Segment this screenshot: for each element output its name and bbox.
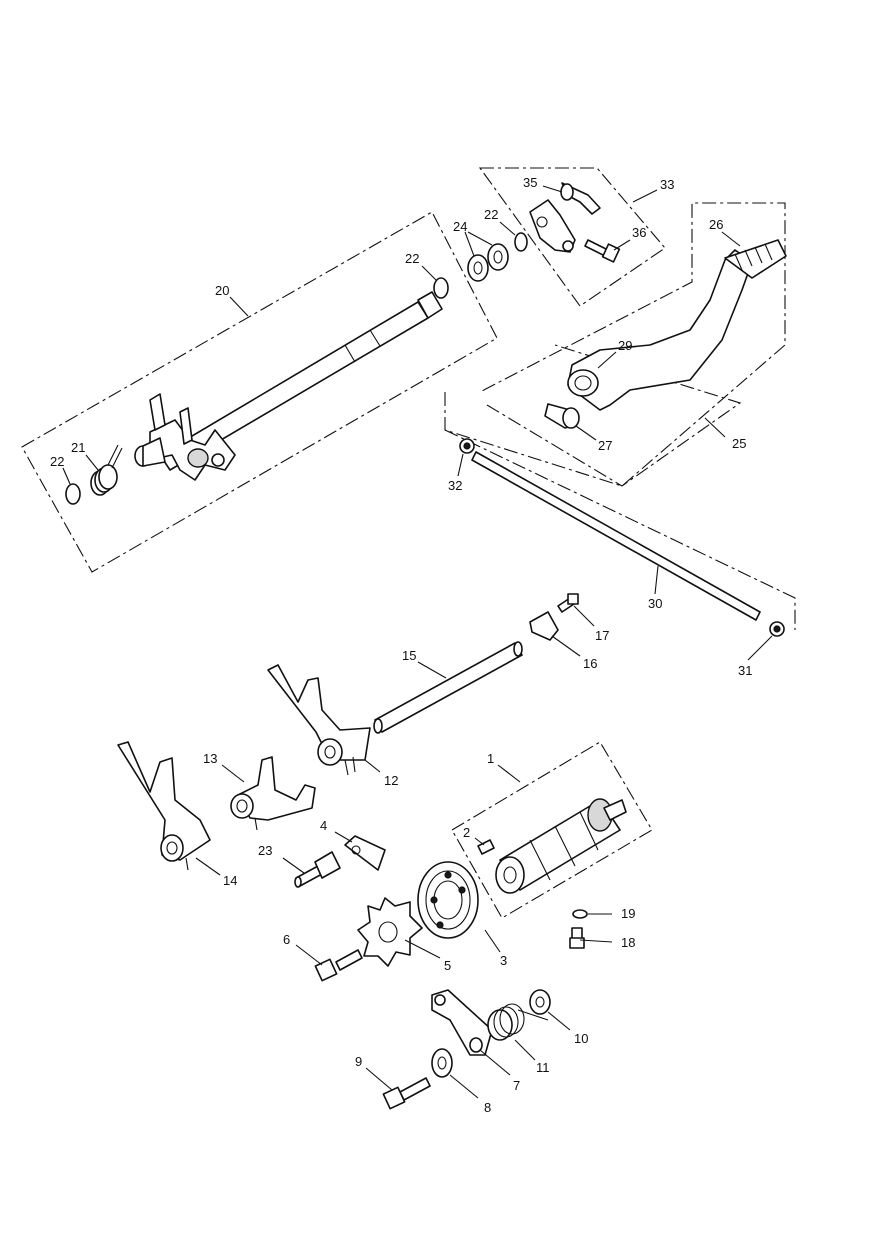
callout-35: 35 bbox=[523, 175, 537, 190]
selector-shaft-assembly bbox=[134, 291, 443, 481]
callout-33: 33 bbox=[660, 177, 674, 192]
callout-22-left: 22 bbox=[50, 454, 64, 469]
callout-18: 18 bbox=[621, 935, 635, 950]
group-outline-selector-shaft bbox=[21, 211, 498, 573]
washer-10-hole bbox=[535, 996, 545, 1008]
selector-fork-14 bbox=[117, 741, 211, 871]
callout-5: 5 bbox=[444, 958, 451, 973]
detent-cam-hub bbox=[378, 921, 398, 943]
sealing-washer bbox=[572, 909, 588, 919]
callout-8: 8 bbox=[484, 1100, 491, 1115]
bolt-detent-arm bbox=[382, 1077, 431, 1110]
callout-30: 30 bbox=[648, 596, 662, 611]
callout-22-upper: 22 bbox=[484, 207, 498, 222]
washer-10 bbox=[529, 989, 551, 1015]
callout-13: 13 bbox=[203, 751, 217, 766]
callout-36: 36 bbox=[632, 225, 646, 240]
washers bbox=[467, 243, 509, 282]
callout-9: 9 bbox=[355, 1054, 362, 1069]
locating-plate bbox=[344, 835, 386, 871]
callout-17: 17 bbox=[595, 628, 609, 643]
callout-29: 29 bbox=[618, 338, 632, 353]
circlip-left bbox=[65, 483, 81, 505]
group-outline-shift-lever bbox=[478, 167, 666, 307]
callout-14: 14 bbox=[223, 873, 237, 888]
group-outline-selector-drum bbox=[451, 741, 653, 919]
selector-rod bbox=[373, 641, 523, 734]
callout-15: 15 bbox=[402, 648, 416, 663]
callout-labels: 1 2 3 4 5 6 7 8 9 10 11 12 13 14 15 16 1… bbox=[50, 175, 752, 1115]
bolt-small bbox=[557, 593, 579, 613]
callout-12: 12 bbox=[384, 773, 398, 788]
selector-drum bbox=[495, 798, 627, 894]
callout-31: 31 bbox=[738, 663, 752, 678]
callout-7: 7 bbox=[513, 1078, 520, 1093]
drum-pin bbox=[477, 839, 495, 855]
bolt-detent-cam bbox=[314, 949, 363, 982]
callout-23: 23 bbox=[258, 843, 272, 858]
detent-plate bbox=[529, 611, 559, 641]
selector-fork-12 bbox=[267, 664, 371, 776]
callout-21: 21 bbox=[71, 440, 85, 455]
callout-3: 3 bbox=[500, 953, 507, 968]
gear-pedal bbox=[544, 239, 787, 429]
washer-8-hole bbox=[437, 1056, 447, 1070]
group-outline-gear-pedal bbox=[444, 202, 786, 487]
callout-22-shaft: 22 bbox=[405, 251, 419, 266]
selector-fork-13 bbox=[230, 756, 316, 831]
stud bbox=[294, 851, 341, 888]
detent-arm bbox=[431, 989, 493, 1056]
callout-4: 4 bbox=[320, 818, 327, 833]
leader-lines bbox=[62, 185, 773, 1099]
circlip-upper bbox=[514, 232, 528, 252]
washer-8 bbox=[431, 1048, 453, 1078]
callout-24: 24 bbox=[453, 219, 467, 234]
callout-10: 10 bbox=[574, 1031, 588, 1046]
group-outline-pedal-subassy bbox=[486, 344, 742, 487]
bolt-upper bbox=[584, 239, 621, 263]
callout-27: 27 bbox=[598, 438, 612, 453]
circlip-shaft-end bbox=[433, 277, 449, 299]
callout-19: 19 bbox=[621, 906, 635, 921]
callout-32: 32 bbox=[448, 478, 462, 493]
callout-11: 11 bbox=[536, 1060, 550, 1075]
group-outline-linkage-rod bbox=[444, 429, 796, 630]
callout-26: 26 bbox=[709, 217, 723, 232]
spring-coil bbox=[90, 444, 123, 496]
callout-16: 16 bbox=[583, 656, 597, 671]
callout-20: 20 bbox=[215, 283, 229, 298]
bearing bbox=[417, 861, 479, 939]
plug-bolt bbox=[569, 927, 585, 949]
callout-6: 6 bbox=[283, 932, 290, 947]
callout-1: 1 bbox=[487, 751, 494, 766]
detent-spring bbox=[487, 1003, 549, 1041]
detent-cam bbox=[357, 897, 423, 967]
linkage-rod bbox=[459, 438, 785, 637]
callout-2: 2 bbox=[463, 825, 470, 840]
callout-25: 25 bbox=[732, 436, 746, 451]
